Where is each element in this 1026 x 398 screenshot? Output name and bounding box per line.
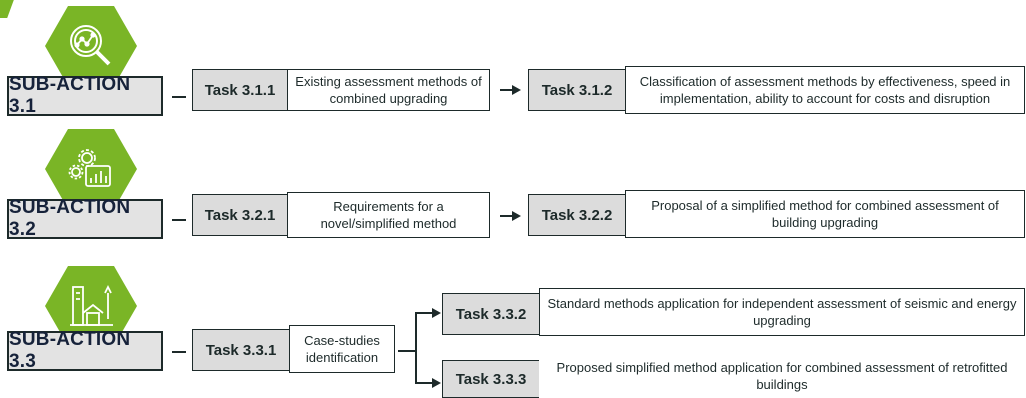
branch-line [415,382,433,384]
sub-action-3-1-label: SUB-ACTION 3.1 [7,74,163,117]
task-3-3-1-description: Case-studies identification [289,325,395,373]
connector-dash [172,351,186,353]
arrow-right-icon [432,378,441,388]
connector-dash [172,219,186,221]
branch-line [415,312,433,314]
connector-dash [172,96,186,98]
task-3-3-2-description: Standard methods application for indepen… [539,288,1025,336]
task-3-1-1-box: Task 3.1.1 [192,69,288,111]
arrow-line [500,89,512,91]
task-3-2-1-description: Requirements for a novel/simplified meth… [287,192,490,238]
task-3-3-2-box: Task 3.3.2 [442,293,540,335]
task-3-3-3-description: Proposed simplified method application f… [539,354,1025,398]
branch-vertical-line [415,312,417,383]
task-3-2-2-description: Proposal of a simplified method for comb… [625,190,1025,238]
arrow-right-icon [512,85,521,95]
branch-line [398,350,416,352]
sub-action-3-2-label: SUB-ACTION 3.2 [7,197,163,240]
arrow-right-icon [432,308,441,318]
task-3-1-1-description: Existing assessment methods of combined … [287,69,490,111]
arrow-line [500,215,512,217]
corner-decoration [0,0,16,18]
task-3-3-1-box: Task 3.3.1 [192,329,290,371]
task-3-1-2-box: Task 3.1.2 [528,69,626,111]
task-3-3-3-box: Task 3.3.3 [442,360,540,398]
task-3-1-2-description: Classification of assessment methods by … [625,66,1025,114]
task-3-2-2-box: Task 3.2.2 [528,194,626,236]
sub-action-3-3-label: SUB-ACTION 3.3 [7,329,163,372]
arrow-right-icon [512,211,521,221]
task-3-2-1-box: Task 3.2.1 [192,194,288,236]
